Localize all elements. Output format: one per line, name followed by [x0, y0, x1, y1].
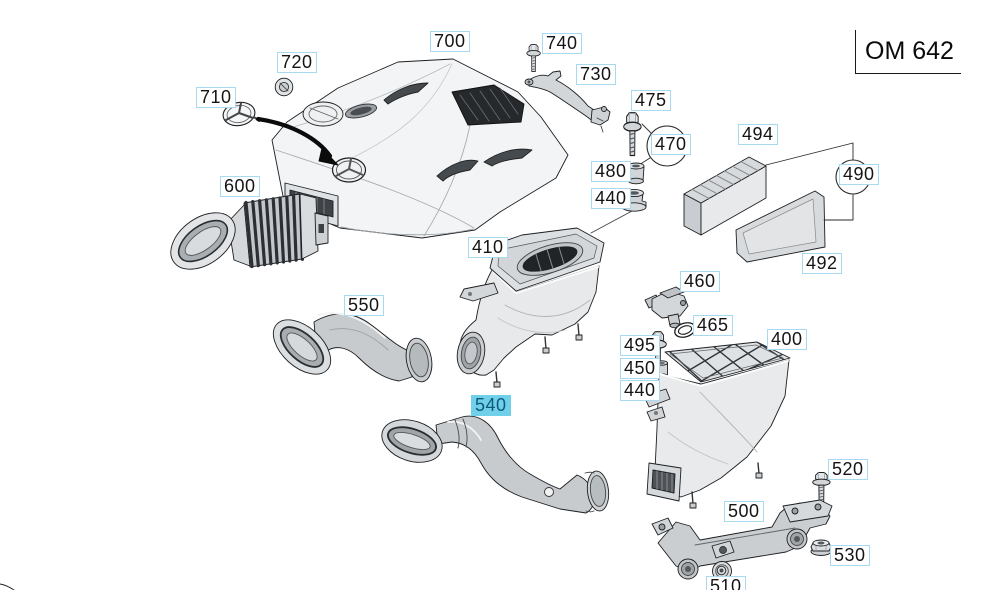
callout-520[interactable]: 520: [828, 459, 868, 480]
part-475-bolt-drawing: [622, 112, 642, 157]
callout-600[interactable]: 600: [220, 176, 260, 197]
callout-720[interactable]: 720: [277, 52, 317, 73]
callout-450[interactable]: 450: [620, 358, 660, 379]
part-740-bolt-drawing: [526, 43, 541, 73]
part-700-engine-cover-drawing: [271, 58, 569, 239]
part-400-air-cleaner-housing-drawing: [643, 341, 791, 509]
part-540-air-duct-selected-drawing: [381, 415, 610, 514]
part-600-intake-duct-drawing: [170, 193, 329, 270]
callout-470[interactable]: 470: [651, 134, 691, 155]
callout-440-mid[interactable]: 440: [620, 380, 660, 401]
callout-495[interactable]: 495: [620, 335, 660, 356]
callout-540-selected[interactable]: 540: [471, 395, 511, 416]
callout-440-upper[interactable]: 440: [591, 188, 631, 209]
callout-530[interactable]: 530: [830, 545, 870, 566]
callout-400[interactable]: 400: [767, 329, 807, 350]
callout-492[interactable]: 492: [802, 253, 842, 274]
callout-460[interactable]: 460: [680, 271, 720, 292]
part-500-support-bracket-drawing: [651, 499, 833, 580]
part-410-air-cleaner-housing-drawing: [456, 227, 605, 388]
callout-710[interactable]: 710: [196, 87, 236, 108]
callout-475[interactable]: 475: [631, 90, 671, 111]
cropped-edge-line: [0, 583, 15, 590]
mounting-arrow: [255, 116, 339, 166]
part-710-star-emblem-drawing: [222, 101, 260, 127]
callout-410[interactable]: 410: [468, 237, 508, 258]
part-720-grommet-drawing: [274, 77, 294, 97]
callout-740[interactable]: 740: [542, 33, 582, 54]
callout-730[interactable]: 730: [576, 64, 616, 85]
engine-code-text: OM 642: [865, 37, 954, 65]
part-460-maf-sensor-drawing: [644, 286, 689, 329]
part-530-nut-drawing: [810, 539, 832, 556]
callout-465[interactable]: 465: [693, 315, 733, 336]
part-550-air-duct-drawing: [272, 312, 433, 383]
callout-510[interactable]: 510: [706, 576, 746, 590]
callout-494[interactable]: 494: [738, 124, 778, 145]
callout-490[interactable]: 490: [839, 164, 879, 185]
part-494-air-filter-drawing: [683, 156, 767, 236]
part-730-bracket-drawing: [524, 70, 611, 133]
callout-500[interactable]: 500: [724, 501, 764, 522]
callout-700[interactable]: 700: [430, 31, 470, 52]
engine-code-box: OM 642: [855, 30, 961, 74]
part-492-filter-panel-drawing: [735, 190, 826, 263]
callout-550[interactable]: 550: [344, 295, 384, 316]
callout-480[interactable]: 480: [591, 161, 631, 182]
